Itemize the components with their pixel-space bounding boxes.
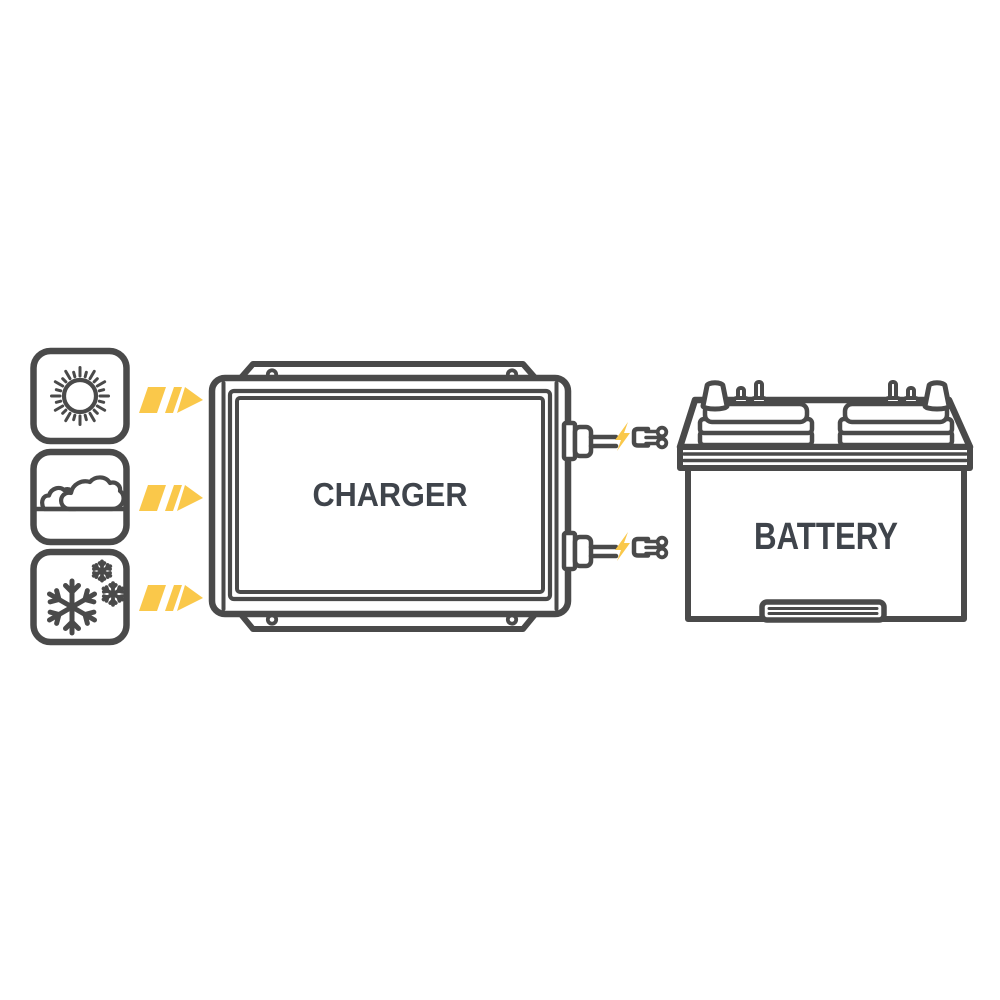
flow-arrows (139, 387, 203, 611)
weather-input-snow (30, 548, 130, 646)
arrow-sun-to-charger (139, 387, 203, 413)
weather-input-sun (30, 347, 130, 445)
arrow-snow-to-charger (139, 585, 203, 611)
battery-label: BATTERY (754, 516, 898, 558)
battery-lid-flange (677, 444, 973, 471)
battery-vent-pins-left (732, 380, 768, 405)
battery-cell-cover-left (697, 401, 815, 448)
wire-connection-top (564, 422, 666, 459)
arrow-clouds-to-charger (139, 485, 203, 511)
sun-icon (50, 366, 110, 426)
clouds-icon (32, 475, 128, 512)
battery-unit: BATTERY (676, 380, 974, 623)
battery-vent-pins-right (884, 380, 920, 405)
battery-case (685, 465, 967, 622)
charger-face-inner (235, 396, 545, 594)
battery-bottom-ledge (759, 599, 887, 623)
battery-cell-cover-right (837, 401, 955, 448)
wire-connection-bottom (564, 532, 666, 569)
charger-face-outer (227, 388, 553, 602)
weather-input-clouds (30, 448, 130, 546)
battery-terminal-positive (700, 380, 730, 412)
charger-label: CHARGER (313, 476, 468, 513)
battery-terminal-negative (922, 380, 952, 412)
charger-unit: CHARGER (208, 361, 666, 632)
charger-body (208, 374, 572, 618)
